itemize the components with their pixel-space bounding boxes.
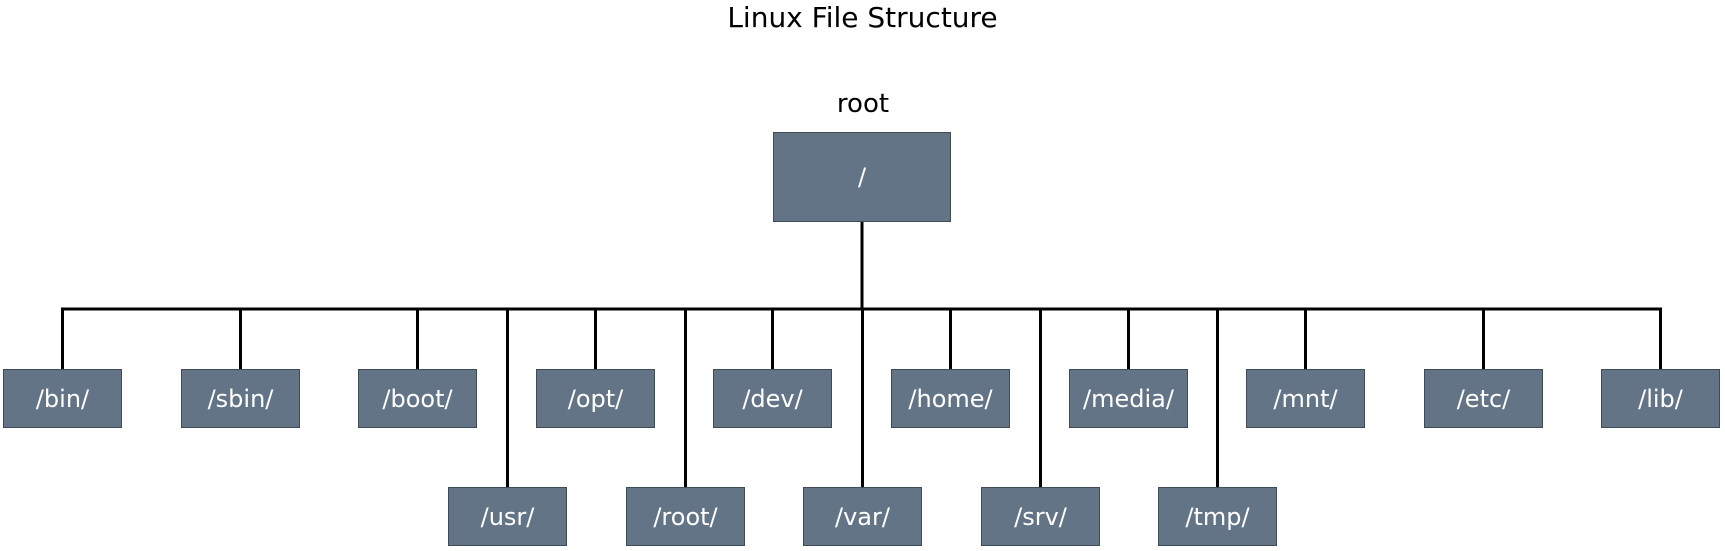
directory-label: /tmp/: [1185, 502, 1250, 531]
directory-label: /var/: [835, 502, 890, 531]
directory-node: /opt/: [536, 369, 655, 428]
directory-label: /opt/: [567, 384, 624, 413]
root-directory-node: /: [773, 132, 951, 222]
directory-label: /srv/: [1014, 502, 1067, 531]
directory-node: /etc/: [1424, 369, 1543, 428]
directory-node: /lib/: [1601, 369, 1720, 428]
directory-label: /mnt/: [1273, 384, 1338, 413]
directory-label: /root/: [653, 502, 718, 531]
directory-label: /lib/: [1638, 384, 1683, 413]
directory-node: /usr/: [448, 487, 567, 546]
directory-label: /dev/: [742, 384, 803, 413]
directory-node: /bin/: [3, 369, 122, 428]
directory-node: /media/: [1069, 369, 1188, 428]
diagram-title: Linux File Structure: [727, 1, 998, 34]
directory-label: /etc/: [1456, 384, 1511, 413]
directory-node: /var/: [803, 487, 922, 546]
directory-label: /bin/: [35, 384, 90, 413]
root-directory-label: /: [857, 163, 867, 191]
directory-node: /mnt/: [1246, 369, 1365, 428]
directory-label: /boot/: [382, 384, 453, 413]
directory-node: /tmp/: [1158, 487, 1277, 546]
directory-label: /media/: [1083, 384, 1174, 413]
directory-node: /srv/: [981, 487, 1100, 546]
directory-label: /sbin/: [207, 384, 274, 413]
directory-label: /home/: [908, 384, 993, 413]
directory-node: /sbin/: [181, 369, 300, 428]
directory-node: /home/: [891, 369, 1010, 428]
directory-node: /boot/: [358, 369, 477, 428]
directory-node: /dev/: [713, 369, 832, 428]
root-caption: root: [836, 89, 890, 119]
directory-label: /usr/: [480, 502, 535, 531]
directory-node: /root/: [626, 487, 745, 546]
